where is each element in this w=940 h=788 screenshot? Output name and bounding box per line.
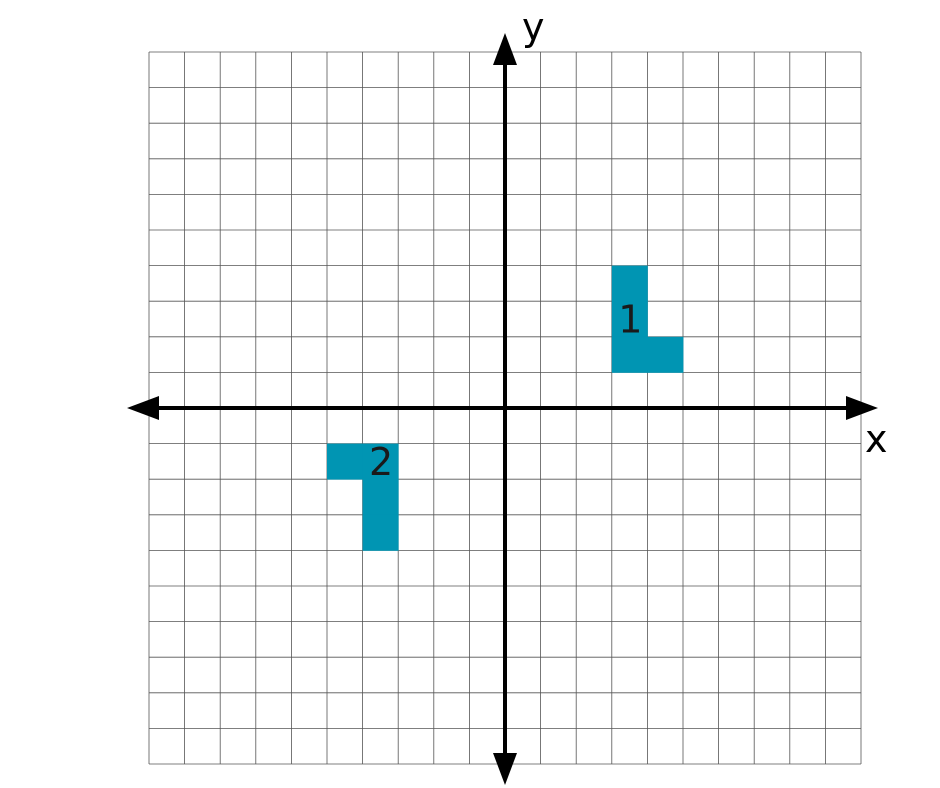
shape-1-cell [647, 336, 684, 373]
shape-2-cell [362, 479, 399, 516]
shape-labels: 12 [369, 298, 642, 484]
shapes [327, 265, 684, 551]
shape-2 [327, 443, 399, 551]
y-axis-label: y [522, 5, 545, 49]
shape-2-cell [327, 443, 363, 480]
shape-1-label: 1 [618, 298, 642, 342]
x-axis-left-arrow-icon [127, 396, 159, 420]
x-axis-label: x [865, 417, 888, 461]
y-axis-down-arrow-icon [493, 753, 517, 785]
axes [127, 33, 878, 785]
y-axis-up-arrow-icon [493, 33, 517, 65]
shape-1 [611, 265, 684, 373]
shape-1-cell [611, 336, 648, 373]
shape-1-cell [611, 301, 648, 338]
shape-1-cell [611, 265, 648, 302]
shape-2-cell [362, 514, 399, 551]
shape-2-cell [362, 443, 399, 480]
shape-2-label: 2 [369, 440, 393, 484]
x-axis-right-arrow-icon [846, 396, 878, 420]
